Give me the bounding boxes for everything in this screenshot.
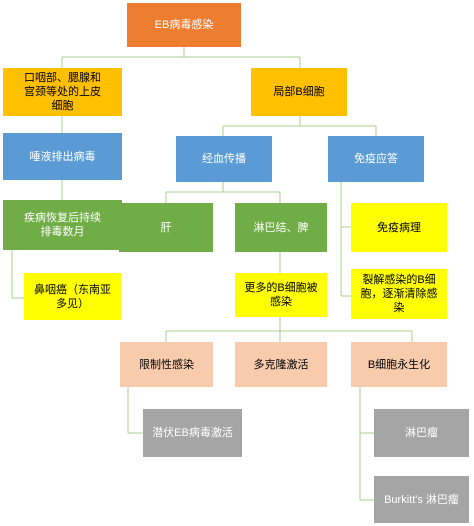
node-immune-response: 免疫应答 [328, 136, 424, 182]
node-saliva-shedding: 唾液排出病毒 [3, 133, 122, 180]
node-nasopharyngeal-carcinoma: 鼻咽癌（东南亚 多见） [24, 273, 121, 320]
node-blood-spread: 经血传播 [176, 136, 272, 182]
node-recovery-shedding: 疾病恢复后持续 排毒数月 [3, 200, 122, 250]
node-latent-ebv-activation: 潜伏EB病毒激活 [143, 409, 242, 457]
node-local-b-cells: 局部B细胞 [251, 68, 347, 116]
node-more-b-infected: 更多的B细胞被 感染 [235, 273, 327, 317]
node-eb-infection: EB病毒感染 [127, 3, 241, 47]
node-b-cell-immortalization: B细胞永生化 [351, 342, 447, 387]
node-limited-infection: 限制性感染 [120, 342, 213, 387]
node-immunopathology: 免疫病理 [351, 203, 447, 252]
node-liver: 肝 [119, 203, 213, 252]
node-lymphoma: 淋巴瘤 [374, 409, 469, 457]
node-burkitt-lymphoma: Burkitt's 淋巴瘤 [374, 476, 469, 523]
node-epithelial-cells: 口咽部、腮腺和 宫颈等处的上皮 细胞 [3, 68, 122, 116]
node-polyclonal-activation: 多克隆激活 [235, 342, 327, 387]
node-lysis-clearance: 裂解感染的B细 胞，逐渐清除感 染 [351, 269, 447, 319]
node-lymph-spleen: 淋巴结、脾 [235, 203, 327, 252]
